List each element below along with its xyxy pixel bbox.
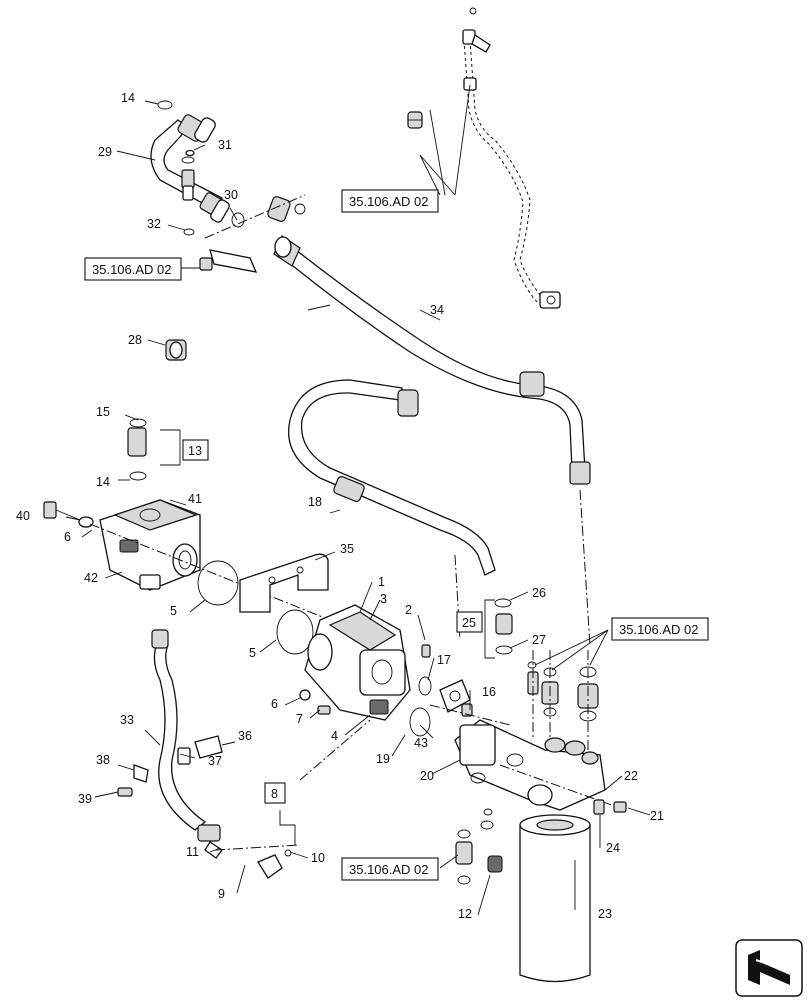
callout-21: 21	[650, 809, 664, 823]
callout-32: 32	[147, 217, 161, 231]
callout-11: 11	[186, 845, 199, 859]
dotted-tube	[462, 7, 561, 309]
fittings-filter-head	[527, 650, 599, 750]
callout-24: 24	[606, 841, 620, 855]
callout-23: 23	[598, 907, 612, 921]
callout-4: 4	[331, 729, 338, 743]
callout-19: 19	[376, 752, 390, 766]
callout-27: 27	[532, 633, 546, 647]
clamp-36-37	[117, 735, 223, 797]
bracket-35	[239, 553, 329, 613]
top-fitting	[407, 111, 423, 129]
callout-2: 2	[405, 603, 412, 617]
callout-18: 18	[308, 495, 322, 509]
callout-33: 33	[120, 713, 134, 727]
callout-38: 38	[96, 753, 110, 767]
fitting-25	[494, 598, 513, 655]
boxed-callout-8: 8	[264, 782, 286, 804]
callout-30: 30	[224, 188, 238, 202]
filter-adapter	[455, 829, 503, 885]
callout-34: 34	[430, 303, 444, 317]
svg-text:8: 8	[271, 787, 278, 801]
ref-box-filter-head: 35.106.AD 02	[611, 617, 709, 641]
callout-29: 29	[98, 145, 112, 159]
callout-6-mid: 6	[271, 697, 278, 711]
callout-10: 10	[311, 851, 325, 865]
callout-37: 37	[208, 754, 222, 768]
callout-40: 40	[16, 509, 30, 523]
callout-14-mid: 14	[96, 475, 110, 489]
callout-6-left: 6	[64, 530, 71, 544]
ref-box-top-left: 35.106.AD 02	[84, 257, 182, 281]
plug-28	[165, 339, 187, 361]
svg-text:35.106.AD 02: 35.106.AD 02	[349, 194, 429, 209]
callout-5-left: 5	[170, 604, 177, 618]
ref-box-bottom: 35.106.AD 02	[341, 857, 439, 881]
centerline-2	[429, 704, 511, 726]
svg-text:13: 13	[188, 444, 202, 458]
callout-12: 12	[458, 907, 472, 921]
filter-head-20	[454, 719, 627, 830]
callout-42: 42	[84, 571, 98, 585]
callout-41: 41	[188, 492, 202, 506]
callout-22: 22	[624, 769, 638, 783]
callout-28: 28	[128, 333, 142, 347]
centerline	[299, 719, 371, 781]
svg-text:35.106.AD 02: 35.106.AD 02	[619, 622, 699, 637]
hose-33	[151, 629, 301, 879]
hose-34	[273, 235, 591, 646]
boxed-callout-13: 13	[182, 439, 209, 461]
svg-text:35.106.AD 02: 35.106.AD 02	[349, 862, 429, 877]
callout-26: 26	[532, 586, 546, 600]
callout-15: 15	[96, 405, 110, 419]
callout-labels: 14 29 31 30 32 28 34 15 14 41 40 6 42 5 …	[16, 91, 664, 921]
bolt-40	[43, 501, 331, 621]
callout-16: 16	[482, 685, 496, 699]
flange-16	[409, 676, 473, 737]
callout-35: 35	[340, 542, 354, 556]
svg-text:25: 25	[462, 616, 476, 630]
svg-text:35.106.AD 02: 35.106.AD 02	[92, 262, 172, 277]
callout-5-mid: 5	[249, 646, 256, 660]
hose-18	[288, 379, 496, 641]
arrow-icon[interactable]	[735, 939, 803, 997]
orings-5	[197, 560, 314, 655]
callout-36: 36	[238, 729, 252, 743]
bracket-plate	[199, 194, 306, 273]
callout-43: 43	[414, 736, 428, 750]
callout-14-top: 14	[121, 91, 135, 105]
tee-fitting-29	[150, 100, 245, 236]
gear-pump-41	[99, 418, 201, 591]
callout-31: 31	[218, 138, 232, 152]
filter-23	[519, 814, 591, 983]
callout-20: 20	[420, 769, 434, 783]
ref-box-top-right: 35.106.AD 02	[341, 189, 439, 213]
callout-1: 1	[378, 575, 385, 589]
callout-9: 9	[218, 887, 225, 901]
nut-30	[267, 196, 306, 222]
callout-7: 7	[296, 712, 303, 726]
main-pump-1	[299, 604, 431, 721]
callout-39: 39	[78, 792, 92, 806]
callout-3: 3	[380, 592, 387, 606]
boxed-callout-25: 25	[456, 611, 483, 633]
callout-17: 17	[437, 653, 451, 667]
